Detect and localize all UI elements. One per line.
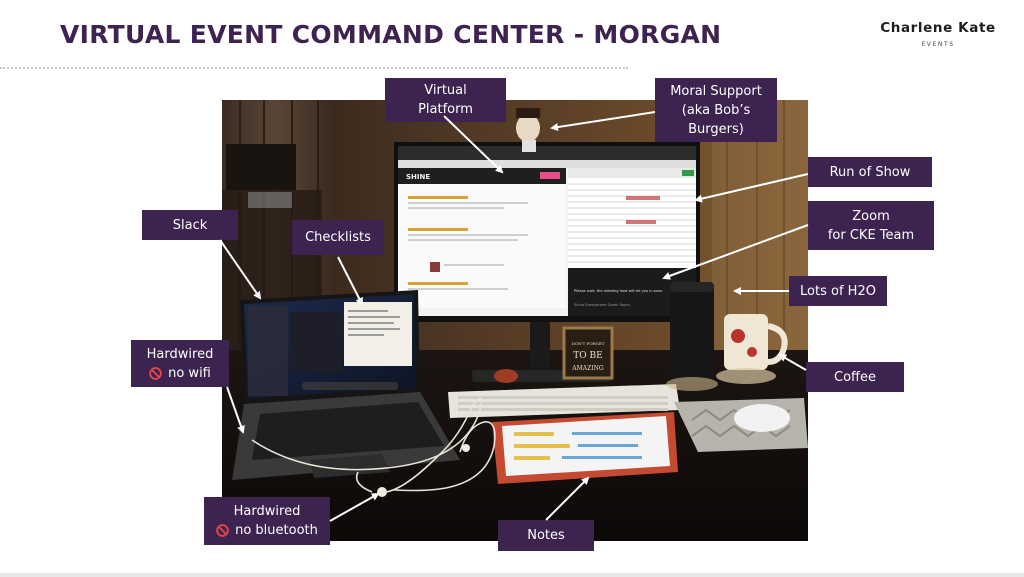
callout-virtual-platform-line-2: Platform [418, 102, 473, 117]
platform-logo-text: SHINE [406, 173, 430, 181]
callout-moral-support-line-1: Moral Support [670, 83, 762, 99]
callout-run-of-show-line-1: Run of Show [829, 164, 911, 180]
sign-line-2: TO BE [573, 351, 602, 361]
callout-hardwired-bluetooth-row-2: no bluetooth [216, 521, 318, 540]
callout-hardwired-wifi-line-1: Hardwired [146, 346, 214, 362]
callout-coffee: Coffee [806, 362, 904, 392]
desk-photo-illustration: SHINE Please wait, the meeting host will… [222, 100, 808, 541]
prohibited-icon [149, 366, 162, 380]
title-divider [0, 67, 628, 69]
callout-hardwired-wifi: Hardwired no wifi [131, 340, 229, 387]
logo-subtitle: EVENTS [921, 41, 955, 48]
callout-notes-line-1: Notes [527, 528, 565, 543]
callout-moral-support: Moral Support (aka Bob’s Burgers) [655, 78, 777, 142]
callout-virtual-platform: Virtual Platform [385, 78, 506, 122]
callout-hardwired-wifi-row-2: no wifi [149, 364, 211, 383]
callout-virtual-platform-line-1: Virtual [424, 83, 467, 98]
callout-moral-support-line-2: (aka Bob’s [681, 102, 751, 118]
callout-hardwired-wifi-line-2: no wifi [168, 365, 211, 381]
logo-name: Charlene Kate [880, 20, 996, 36]
slide-title: VIRTUAL EVENT COMMAND CENTER - MORGAN [60, 20, 722, 49]
callout-checklists-line-1: Checklists [305, 230, 371, 245]
callout-slack-line-1: Slack [172, 217, 208, 233]
callout-slack: Slack [142, 210, 238, 240]
callout-notes: Notes [498, 520, 594, 551]
brand-logo: Charlene Kate EVENTS [877, 20, 999, 48]
footer-bar [0, 573, 1024, 577]
desk-photo: SHINE Please wait, the meeting host will… [222, 100, 808, 541]
zoom-waiting-text: Please wait, the meeting host will let y… [574, 289, 663, 293]
callout-moral-support-line-3: Burgers) [688, 121, 744, 137]
callout-hardwired-bluetooth-line-2: no bluetooth [235, 523, 318, 538]
prohibited-icon [216, 524, 229, 537]
callout-checklists: Checklists [292, 220, 384, 255]
callout-lots-of-h2o-line-1: Lots of H2O [800, 283, 876, 299]
callout-hardwired-bluetooth: Hardwired no bluetooth [204, 497, 330, 545]
callout-coffee-line-1: Coffee [834, 369, 876, 385]
callout-run-of-show: Run of Show [808, 157, 932, 187]
zoom-caption-text: Shine Everywhere Green Room [574, 303, 630, 307]
callout-lots-of-h2o: Lots of H2O [789, 276, 887, 306]
callout-zoom-line-2: for CKE Team [827, 227, 915, 243]
sign-line-3: AMAZING [571, 365, 604, 372]
callout-zoom: Zoom for CKE Team [808, 201, 934, 250]
sign-line-1: DON'T FORGET [572, 341, 605, 346]
callout-zoom-line-1: Zoom [852, 208, 890, 224]
callout-hardwired-bluetooth-line-1: Hardwired [233, 504, 301, 519]
